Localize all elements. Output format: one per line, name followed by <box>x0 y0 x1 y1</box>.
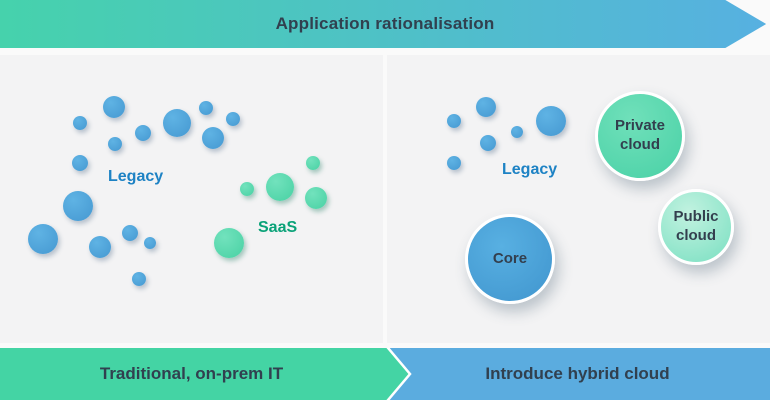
blue-bubble <box>89 236 111 258</box>
blue-bubble <box>199 101 213 115</box>
core-circle-label: Core <box>492 249 528 267</box>
blue-bubble <box>476 97 496 117</box>
blue-bubble <box>226 112 240 126</box>
green-bubble <box>240 182 254 196</box>
core-circle: Core <box>465 214 555 304</box>
legacy-label-right: Legacy <box>502 161 558 178</box>
blue-bubble <box>28 224 58 254</box>
blue-bubble <box>73 116 87 130</box>
green-bubble <box>214 228 244 258</box>
saas-label: SaaS <box>258 219 298 236</box>
blue-bubble <box>103 96 125 118</box>
legacy-label-left: Legacy <box>108 168 164 185</box>
bottom-banner <box>0 348 770 400</box>
green-bubble <box>305 187 327 209</box>
blue-bubble <box>511 126 523 138</box>
green-bubble <box>306 156 320 170</box>
blue-bubble <box>163 109 191 137</box>
private-cloud-label: Private cloud <box>614 117 666 153</box>
bottom-banner-onprem-arrow <box>0 348 412 400</box>
top-banner-arrow: Application rationalisation <box>0 0 767 48</box>
blue-bubble <box>144 237 156 249</box>
blue-bubble <box>108 137 122 151</box>
blue-bubble <box>536 106 566 136</box>
public-cloud-circle: Public cloud <box>658 189 734 265</box>
blue-bubble <box>480 135 496 151</box>
blue-bubble <box>447 156 461 170</box>
blue-bubble <box>135 125 151 141</box>
top-banner-label: Application rationalisation <box>275 14 495 33</box>
blue-bubble <box>122 225 138 241</box>
bottom-banner-hybrid <box>378 348 770 400</box>
private-cloud-circle: Private cloud <box>595 91 685 181</box>
blue-bubble <box>202 127 224 149</box>
blue-bubble <box>72 155 88 171</box>
blue-bubble <box>132 272 146 286</box>
green-bubble <box>266 173 294 201</box>
blue-bubble <box>447 114 461 128</box>
blue-bubble <box>63 191 93 221</box>
public-cloud-label: Public cloud <box>673 208 719 244</box>
